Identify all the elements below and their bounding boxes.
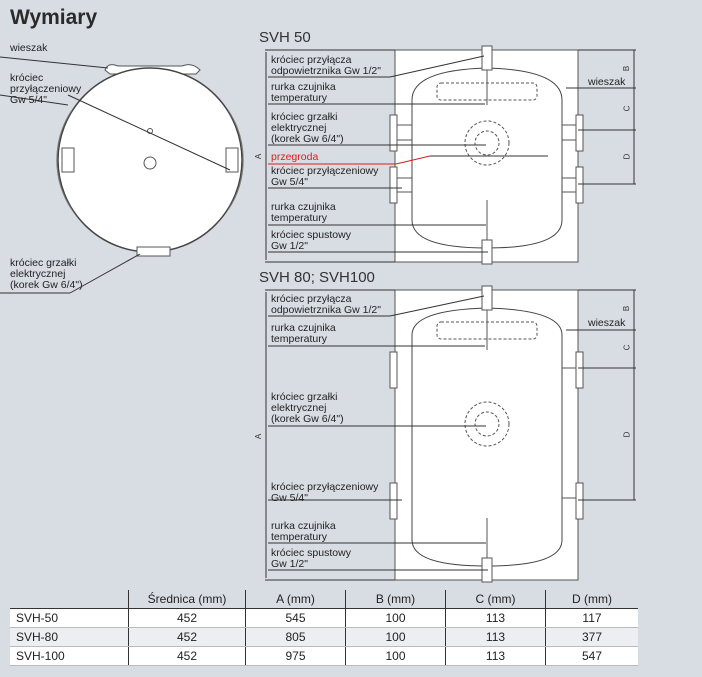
svh50-label-wieszak: wieszak: [588, 76, 626, 88]
svh50-label-grzalka: króciec grzałki elektrycznej (korek Gw 6…: [271, 111, 344, 145]
svh50-label-odpowietrznik: króciec przyłącza odpowietrznika Gw 1/2": [271, 54, 381, 77]
cell: 117: [545, 608, 638, 628]
cell: 100: [345, 608, 446, 628]
cell: 113: [445, 646, 546, 666]
cell: 452: [128, 646, 246, 666]
svh80-title: SVH 80; SVH100: [259, 269, 375, 286]
cell: 100: [345, 646, 446, 666]
svh80-dim-a: A: [254, 433, 264, 440]
cell: SVH-80: [10, 627, 129, 647]
cell: SVH-100: [10, 646, 129, 666]
header-srednica: Średnica (mm): [128, 590, 246, 609]
side-view-drawing: [0, 56, 244, 294]
svh50-drawing: [265, 45, 636, 265]
cell: SVH-50: [10, 608, 129, 628]
svh80-dim-b: B: [622, 305, 632, 312]
page-title: Wymiary: [10, 6, 98, 29]
svh50-dim-c: C: [622, 105, 632, 112]
cell: 100: [345, 627, 446, 647]
svh50-dim-d: D: [622, 153, 632, 160]
side-label-krociec-przylaczeniowy: króciec przyłączeniowy Gw 5/4": [10, 72, 82, 106]
header-model: [10, 590, 129, 609]
cell: 452: [128, 627, 246, 647]
header-b: B (mm): [345, 590, 446, 609]
cell: 377: [545, 627, 638, 647]
svh80-dim-d: D: [622, 431, 632, 438]
svh80-label-rurka-gorna: rurka czujnika temperatury: [271, 322, 336, 345]
svh80-label-odpowietrznik: króciec przyłącza odpowietrznika Gw 1/2": [271, 293, 381, 316]
header-d: D (mm): [545, 590, 638, 609]
side-label-krociec-grzalki: króciec grzałki elektrycznej (korek Gw 6…: [10, 257, 83, 291]
cell: 545: [245, 608, 346, 628]
svh50-label-rurka-dolna: rurka czujnika temperatury: [271, 201, 336, 224]
header-c: C (mm): [445, 590, 546, 609]
cell: 805: [245, 627, 346, 647]
cell: 975: [245, 646, 346, 666]
svh80-label-rurka-dolna: rurka czujnika temperatury: [271, 520, 336, 543]
dimensions-table: Średnica (mm) A (mm) B (mm) C (mm) D (mm…: [10, 590, 638, 666]
svh50-label-przegroda: przegroda: [271, 151, 319, 163]
svh50-title: SVH 50: [259, 29, 311, 46]
side-label-wieszak: wieszak: [10, 42, 48, 54]
svh50-label-rurka-gorna: rurka czujnika temperatury: [271, 81, 336, 104]
cell: 452: [128, 608, 246, 628]
svh80-drawing: [265, 285, 636, 583]
cell: 547: [545, 646, 638, 666]
svh80-label-wieszak: wieszak: [588, 317, 626, 329]
svh50-label-krociec-przyl: króciec przyłączeniowy Gw 5/4": [271, 165, 379, 188]
svh80-label-spustowy: króciec spustowy Gw 1/2": [271, 547, 351, 570]
svh80-label-krociec-przyl: króciec przyłączeniowy Gw 5/4": [271, 481, 379, 504]
header-a: A (mm): [245, 590, 346, 609]
svh80-label-grzalka: króciec grzałki elektrycznej (korek Gw 6…: [271, 391, 344, 425]
svh50-dim-b: B: [622, 65, 632, 72]
svh50-dim-a: A: [254, 153, 264, 160]
cell: 113: [445, 608, 546, 628]
svh80-dim-c: C: [622, 344, 632, 351]
svh50-label-spustowy: króciec spustowy Gw 1/2": [271, 229, 351, 252]
cell: 113: [445, 627, 546, 647]
table-header-row: Średnica (mm) A (mm) B (mm) C (mm) D (mm…: [10, 590, 638, 609]
